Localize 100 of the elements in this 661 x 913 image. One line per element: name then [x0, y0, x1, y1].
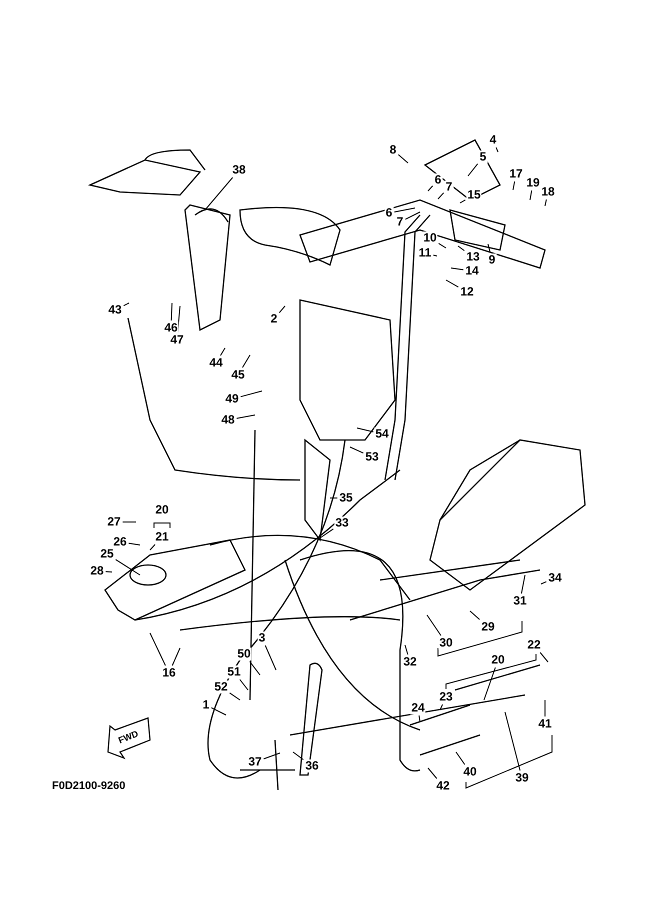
leader-line [458, 246, 465, 252]
leader-line [356, 428, 374, 432]
leader-line [320, 528, 334, 538]
callout-number: 6 [434, 174, 442, 186]
callout-number: 27 [106, 516, 122, 528]
leader-line [170, 302, 172, 321]
callout-number: 23 [438, 690, 454, 704]
callout-number: 43 [107, 304, 123, 316]
leader-line [418, 715, 420, 722]
callout-number: 25 [99, 548, 115, 560]
callout-number: 52 [213, 680, 229, 694]
callout-number: 32 [402, 656, 418, 668]
callout-number: 7 [444, 180, 454, 194]
callout-number: 34 [547, 572, 563, 584]
leader-line [468, 163, 478, 176]
leader-line [512, 181, 516, 190]
leader-line [210, 707, 226, 716]
leader-line [438, 192, 444, 200]
leader-line [128, 542, 140, 546]
leader-line [249, 661, 260, 676]
callout-number: 37 [247, 756, 263, 768]
callout-number: 11 [418, 246, 432, 260]
leader-line [456, 752, 466, 765]
leader-line [292, 752, 304, 760]
callout-number: 19 [525, 176, 541, 190]
callout-number: 31 [512, 594, 528, 608]
callout-number: 36 [304, 760, 320, 772]
callout-number: 41 [537, 718, 553, 730]
leader-line [428, 768, 438, 779]
part-code: F0D2100-9260 [52, 780, 126, 792]
leader-line [204, 177, 234, 210]
callout-number: 50 [236, 648, 252, 660]
callout-number: 49 [224, 392, 240, 406]
callout-number: 44 [208, 356, 224, 370]
leader-line [242, 354, 250, 368]
leader-line [239, 679, 248, 690]
leader-line [496, 147, 498, 152]
callout-number: 21 [154, 530, 170, 544]
leader-line [432, 254, 438, 256]
callout-number: 45 [230, 368, 246, 382]
callout-number: 5 [478, 150, 488, 164]
leader-line [544, 700, 546, 717]
leader-line [504, 712, 521, 771]
leader-line [488, 244, 491, 253]
callout-number: 53 [364, 450, 380, 464]
leader-line [438, 242, 446, 248]
callout-number: 46 [163, 322, 179, 334]
leader-line [236, 414, 256, 419]
leader-line [398, 154, 408, 164]
callout-number: 9 [488, 254, 496, 266]
leader-line [264, 645, 276, 670]
callout-number: 38 [231, 164, 247, 176]
callout-number: 13 [465, 250, 481, 264]
callout-number: 3 [258, 632, 266, 644]
callout-number: 40 [462, 766, 478, 778]
callout-number: 7 [396, 216, 404, 228]
callout-number: 39 [514, 772, 530, 784]
callout-number: 2 [270, 312, 278, 326]
leader-line [150, 544, 156, 550]
leader-line [105, 571, 112, 572]
callout-number: 20 [154, 504, 170, 516]
callout-number: 6 [384, 206, 394, 220]
callout-number: 24 [410, 702, 426, 714]
leader-line [220, 348, 226, 356]
leader-line [440, 704, 444, 710]
leader-line [123, 302, 130, 306]
leader-line [470, 610, 480, 620]
callout-number: 15 [466, 188, 482, 202]
leader-line [426, 614, 442, 636]
leader-line [450, 268, 464, 270]
leader-line [394, 208, 416, 212]
leader-line [460, 199, 466, 204]
leader-line [404, 212, 420, 220]
callout-number: 30 [438, 636, 454, 650]
leader-line [115, 559, 140, 576]
fwd-text: FWD [116, 728, 140, 746]
leader-line [150, 632, 166, 666]
callout-number: 51 [226, 666, 242, 678]
callout-number: 48 [220, 414, 236, 426]
callout-number: 20 [490, 654, 506, 666]
leader-line [446, 280, 459, 288]
leader-line [544, 199, 547, 206]
leader-line [172, 648, 180, 666]
callout-number: 26 [112, 536, 128, 548]
callout-number: 14 [464, 264, 480, 278]
leader-line [530, 190, 532, 200]
callout-number: 18 [540, 186, 556, 198]
leader-line [350, 446, 364, 454]
callout-number: 10 [422, 232, 438, 244]
leader-line [278, 306, 286, 314]
callout-number: 33 [334, 516, 350, 530]
leader-line [229, 692, 240, 700]
leader-line [520, 574, 526, 594]
callout-number: 8 [388, 144, 398, 156]
leader-line [404, 644, 408, 655]
leader-line [428, 185, 434, 192]
callout-number: 35 [338, 492, 354, 504]
callout-number: 4 [488, 134, 498, 146]
callout-number: 42 [435, 780, 451, 792]
callout-number: 12 [459, 286, 475, 298]
